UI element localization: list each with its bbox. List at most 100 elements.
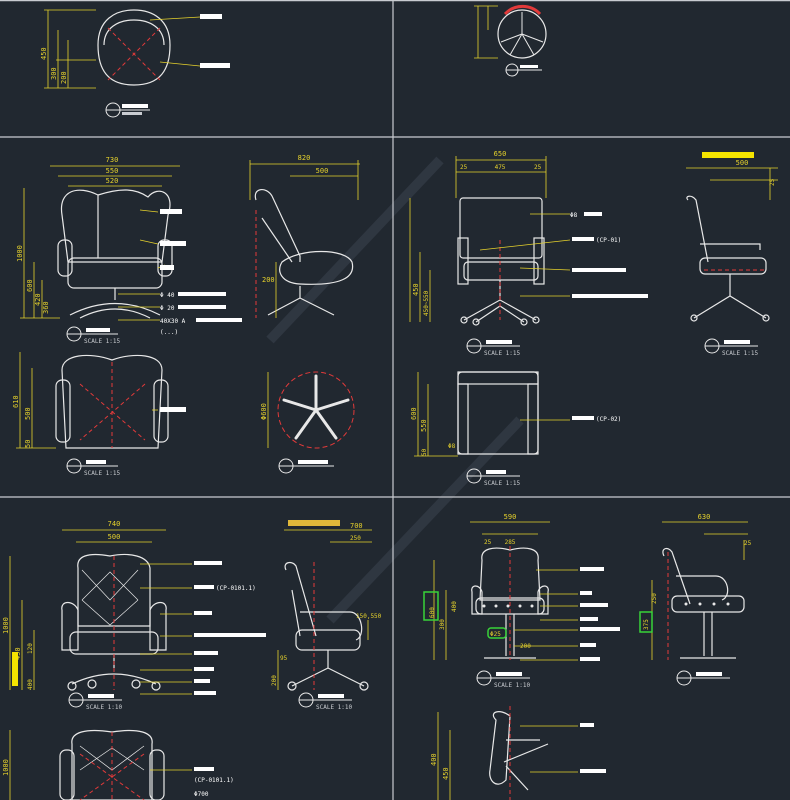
dim-label: 25 [744,540,752,547]
annotation-bar [580,591,592,595]
annotation-bar [580,567,604,571]
front-dimensions [20,165,180,319]
dim-label: 250 [651,593,658,604]
caster-base-top-view [497,9,547,59]
leader-lines [149,16,201,67]
side-dimensions [277,529,372,690]
dim-label: 1000 [2,617,10,634]
dim-label: 1000 [16,245,24,262]
view-tag: SCALE 1:15 [66,458,121,477]
dim-label: 450~550 [423,290,430,316]
dim-label: 630 [698,513,711,521]
scale-label: SCALE 1:10 [86,704,123,711]
dim-label: 1000 [2,759,10,776]
annotation-bar [194,651,218,655]
red-arc [503,4,542,16]
dim-label: 740 [108,520,121,528]
note-code: (CP-0101.1) [216,585,256,592]
front-dimensions [409,156,547,322]
dim-label: 450 [40,47,48,60]
dim-label: 95 [280,655,288,662]
task-chair-side-view [686,195,770,322]
dim-label: 400 [451,601,458,612]
dim-label: 450 [442,767,450,780]
annotation-bar [160,241,186,246]
view-tag: SCALE 1:15 [466,468,521,487]
dim-label: 600 [26,279,34,292]
dim-label: 300 [439,619,446,630]
green-highlight-box [423,591,439,621]
annotation-bar [580,723,594,727]
dim-label: 590 [504,513,517,521]
top-dimensions [414,372,570,457]
note-label: Φ 20 [160,305,175,312]
dim-label: Φ700 [194,791,209,798]
top-view-dimensions [16,352,158,449]
view-tag [105,102,150,118]
view-tag: SCALE 1:10 [68,692,123,711]
dim-label: 200 [262,276,275,284]
dim-label: 375 [643,619,650,630]
green-highlight-box [639,611,653,633]
front-leaders [140,563,192,695]
dim-label: 200 [60,71,68,84]
centerline-cross [107,27,161,81]
dim-label: 600 [410,407,418,420]
dim-label: 500 [24,407,32,420]
view-tag: SCALE 1:10 [476,670,531,689]
annotation-bar [572,294,648,298]
dim-label: 25 [484,539,492,546]
dim-label: 420 [34,293,42,306]
swivel-chair-side-view [662,547,745,659]
note-label: Φ 40 [160,292,175,299]
executive-chair-front-view [57,189,173,319]
dim-label: 200 [520,643,531,650]
dim-label: 25 [769,178,776,186]
dim-label: Φ25 [490,631,501,638]
annotation-bar [196,318,242,322]
annotation-bar [580,627,620,631]
mid-right-panel: 650 25 475 25 450 450~550 Φ8 (CP-01) SCA… [409,150,778,487]
front-dimensions [9,529,166,690]
dimension-chain [474,5,498,59]
annotation-bar [194,633,266,637]
dim-label: 730 [106,156,119,164]
highlight-bar [702,152,754,158]
side-dimensions [651,521,748,660]
view-tag: SCALE 1:15 [66,326,121,345]
annotation-bar [160,407,186,412]
task-chair-top-view [457,371,539,455]
dim-label: 50 [421,448,428,456]
dim-label: 400 [27,679,34,690]
partial-dimensions [437,712,578,800]
view-tag: SCALE 1:15 [704,338,759,357]
annotation-bar [194,667,214,671]
annotation-bar [580,603,608,607]
dim-label: 650 [494,150,507,158]
highlight-marker [12,652,18,686]
bottom-left-panel: 740 500 1000 450 120 400 (CP-0101.1) [2,520,382,800]
caster-base-circle [277,371,355,449]
annotation-bar [194,767,214,771]
note-code: (CP-0101.1) [194,777,234,784]
dim-label: 360 [42,301,50,314]
side-seat-buttons [684,602,730,606]
note-code: (CP-02) [596,416,621,423]
armchair-top-view [97,9,171,86]
scale-label: SCALE 1:10 [316,704,353,711]
annotation-bar [178,292,226,296]
scale-label: SCALE 1:15 [84,470,121,477]
top-left-panel: 450 300 200 [40,9,230,118]
note-label: (...) [160,329,178,336]
scale-label: SCALE 1:15 [484,480,521,487]
scale-label: SCALE 1:10 [494,682,531,689]
tufted-chair-top-view [59,729,165,800]
watermark [266,156,524,624]
annotation-bar [194,561,222,565]
base-star-legs [282,374,350,440]
side-dimensions [686,167,778,200]
scale-label: SCALE 1:15 [84,338,121,345]
dim-label: 500 [736,159,749,167]
scale-label: SCALE 1:15 [484,350,521,357]
annotation-bar [194,679,210,683]
